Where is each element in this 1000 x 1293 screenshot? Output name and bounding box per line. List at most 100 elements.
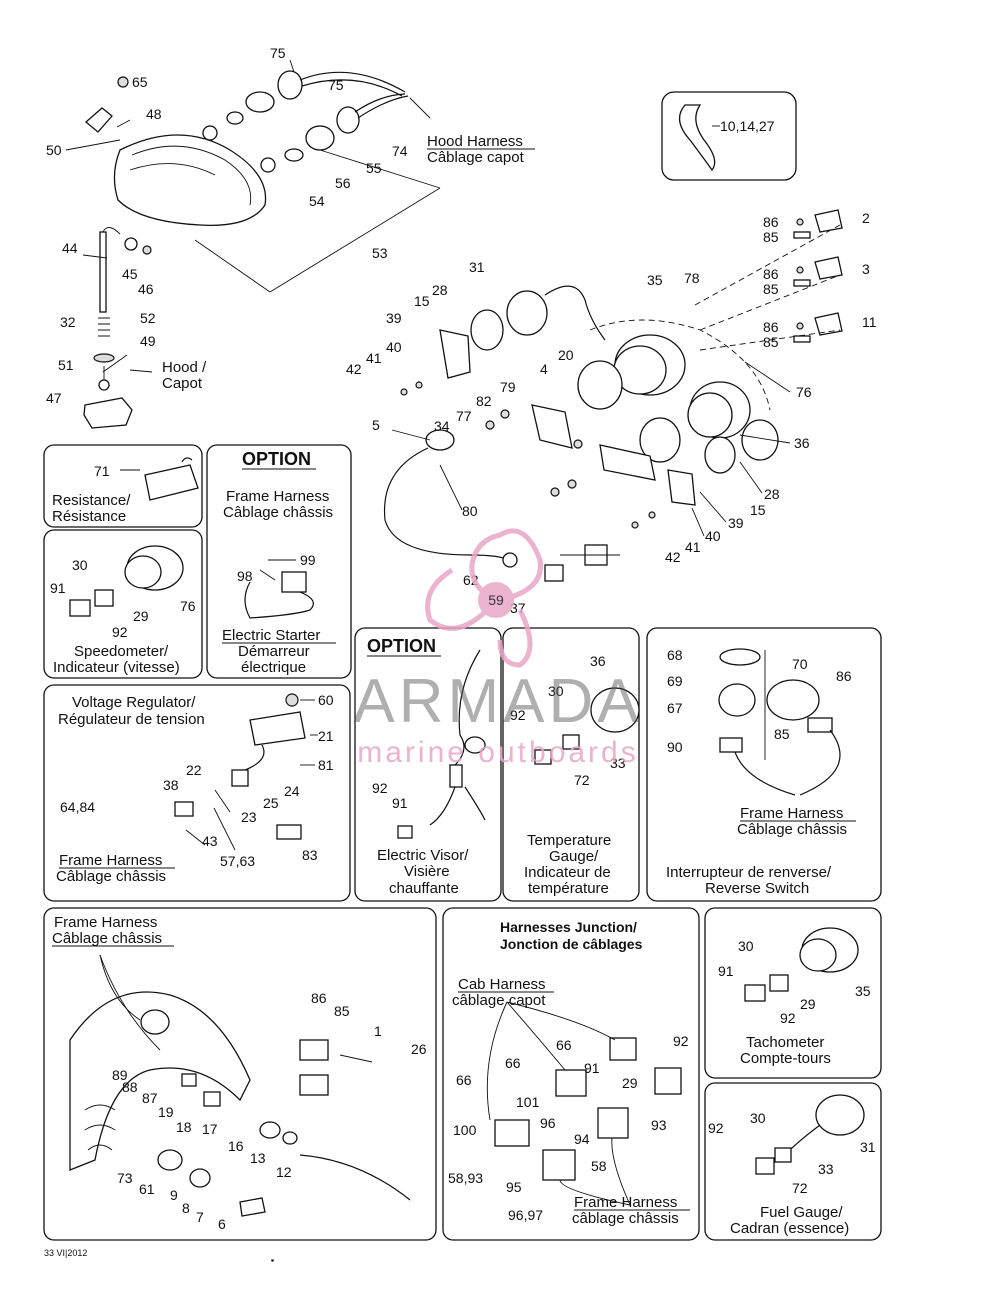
- part-number: 23: [241, 809, 257, 825]
- panel-captions: Hood Harness Câblage capot Hood / Capot …: [44, 133, 856, 1258]
- part-number: 91: [584, 1060, 600, 1076]
- part-number: 73: [117, 1170, 133, 1186]
- part-number: 91: [50, 580, 66, 596]
- part-number-callouts: 75 65 48 50 75 74 55 56 54 53 44 45 46 3…: [46, 45, 877, 1232]
- leader-lines: [65, 139, 791, 851]
- harness-junction-part: [486, 1001, 682, 1206]
- part-number: 45: [122, 266, 138, 282]
- starter-part: [244, 569, 314, 619]
- part-number: 19: [158, 1104, 174, 1120]
- part-number: 33: [818, 1161, 834, 1177]
- part-number: 80: [462, 503, 478, 519]
- footer-code: 33 VI|2012: [44, 1248, 87, 1258]
- part-number: 53: [372, 245, 388, 261]
- part-number: 76: [796, 384, 812, 400]
- temperature-gauge-label1: Temperature: [527, 832, 611, 849]
- part-number: 92: [780, 1010, 796, 1026]
- part-number: 33: [610, 755, 626, 771]
- frame-harness-part: [69, 954, 411, 1262]
- part-number: 29: [133, 608, 149, 624]
- part-number: 38: [163, 777, 179, 793]
- frame-harness-rs-fr-label: Câblage châssis: [737, 821, 847, 838]
- electric-visor-fr1-label: Visière: [404, 863, 450, 880]
- part-number: 88: [122, 1079, 138, 1095]
- part-number: 85: [763, 229, 779, 245]
- part-number: 66: [505, 1055, 521, 1071]
- part-number: 29: [622, 1075, 638, 1091]
- part-number: 6: [218, 1216, 226, 1232]
- part-number: 65: [132, 74, 148, 90]
- part-number: 81: [318, 757, 334, 773]
- part-number: 22: [186, 762, 202, 778]
- part-number: 1: [374, 1023, 382, 1039]
- part-number: 56: [335, 175, 351, 191]
- part-number: 96,97: [508, 1207, 543, 1223]
- tachometer-label: Tachometer: [746, 1034, 824, 1051]
- hood-label: Hood /: [162, 359, 207, 376]
- hood-harness-fr-label: Câblage capot: [427, 149, 525, 166]
- part-number: 3: [862, 261, 870, 277]
- speedometer-fr-label: Indicateur (vitesse): [53, 659, 180, 676]
- part-number: 78: [684, 270, 700, 286]
- fuel-gauge-fr-label: Cadran (essence): [730, 1220, 849, 1237]
- part-number: 35: [647, 272, 663, 288]
- reverse-switch-label: Reverse Switch: [705, 880, 809, 897]
- resistance-part: [144, 457, 199, 501]
- part-number: 39: [386, 310, 402, 326]
- resistance-label: Resistance/: [52, 492, 131, 509]
- part-number: 55: [366, 160, 382, 176]
- voltage-regulator-label: Voltage Regulator/: [72, 694, 196, 711]
- switch-group: [694, 209, 843, 351]
- part-number: 89: [112, 1067, 128, 1083]
- part-number: 86: [763, 214, 779, 230]
- part-number: 60: [318, 692, 334, 708]
- part-number: 86: [311, 990, 327, 1006]
- part-number: 31: [860, 1139, 876, 1155]
- part-number: 28: [432, 282, 448, 298]
- part-number: 36: [794, 435, 810, 451]
- part-number: 76: [180, 598, 196, 614]
- option-label-starter: OPTION: [242, 449, 311, 469]
- headlight-assembly: [84, 59, 441, 293]
- frame-harness-junction-fr-label: câblage châssis: [572, 1210, 679, 1227]
- watermark-tagline: marine outboards: [357, 736, 638, 769]
- part-number: 47: [46, 390, 62, 406]
- part-number: 54: [309, 193, 325, 209]
- part-number: 69: [667, 673, 683, 689]
- watermark-logo: 59 ARMADA marine outboards: [353, 528, 642, 769]
- temperature-gauge-label2: Gauge/: [549, 848, 599, 865]
- part-number: 66: [556, 1037, 572, 1053]
- watermark-badge: 59: [488, 592, 504, 608]
- electric-starter-fr1-label: Démarreur: [238, 643, 310, 660]
- temperature-gauge-fr2-label: température: [528, 880, 609, 897]
- harnesses-junction-fr-label: Jonction de câblages: [500, 936, 643, 952]
- part-number: 24: [284, 783, 300, 799]
- part-number: 2: [862, 210, 870, 226]
- tachometer-fr-label: Compte-tours: [740, 1050, 831, 1067]
- part-number: 74: [392, 143, 408, 159]
- part-number: 75: [328, 77, 344, 93]
- part-number: 58,93: [448, 1170, 483, 1186]
- part-number: 41: [366, 350, 382, 366]
- reverse-switch-fr-label: Interrupteur de renverse/: [666, 864, 832, 881]
- part-number: 58: [591, 1158, 607, 1174]
- reverse-switch-part: [718, 648, 841, 796]
- part-number: 9: [170, 1187, 178, 1203]
- part-number: 39: [728, 515, 744, 531]
- part-number: 52: [140, 310, 156, 326]
- part-number: 50: [46, 142, 62, 158]
- part-number: 8: [182, 1200, 190, 1216]
- watermark-brand: ARMADA: [353, 667, 642, 736]
- part-number: 48: [146, 106, 162, 122]
- part-number: 16: [228, 1138, 244, 1154]
- part-number: 44: [62, 240, 78, 256]
- part-number: 91: [392, 795, 408, 811]
- frame-harness-main-fr-label: Câblage châssis: [52, 930, 162, 947]
- part-number: 86: [763, 319, 779, 335]
- part-number: 99: [300, 552, 316, 568]
- part-number: 75: [270, 45, 286, 61]
- part-number: 94: [574, 1131, 590, 1147]
- hood-harness-label: Hood Harness: [427, 133, 523, 150]
- hood-mount: [83, 227, 152, 429]
- tie-wrap-icon: [678, 104, 720, 172]
